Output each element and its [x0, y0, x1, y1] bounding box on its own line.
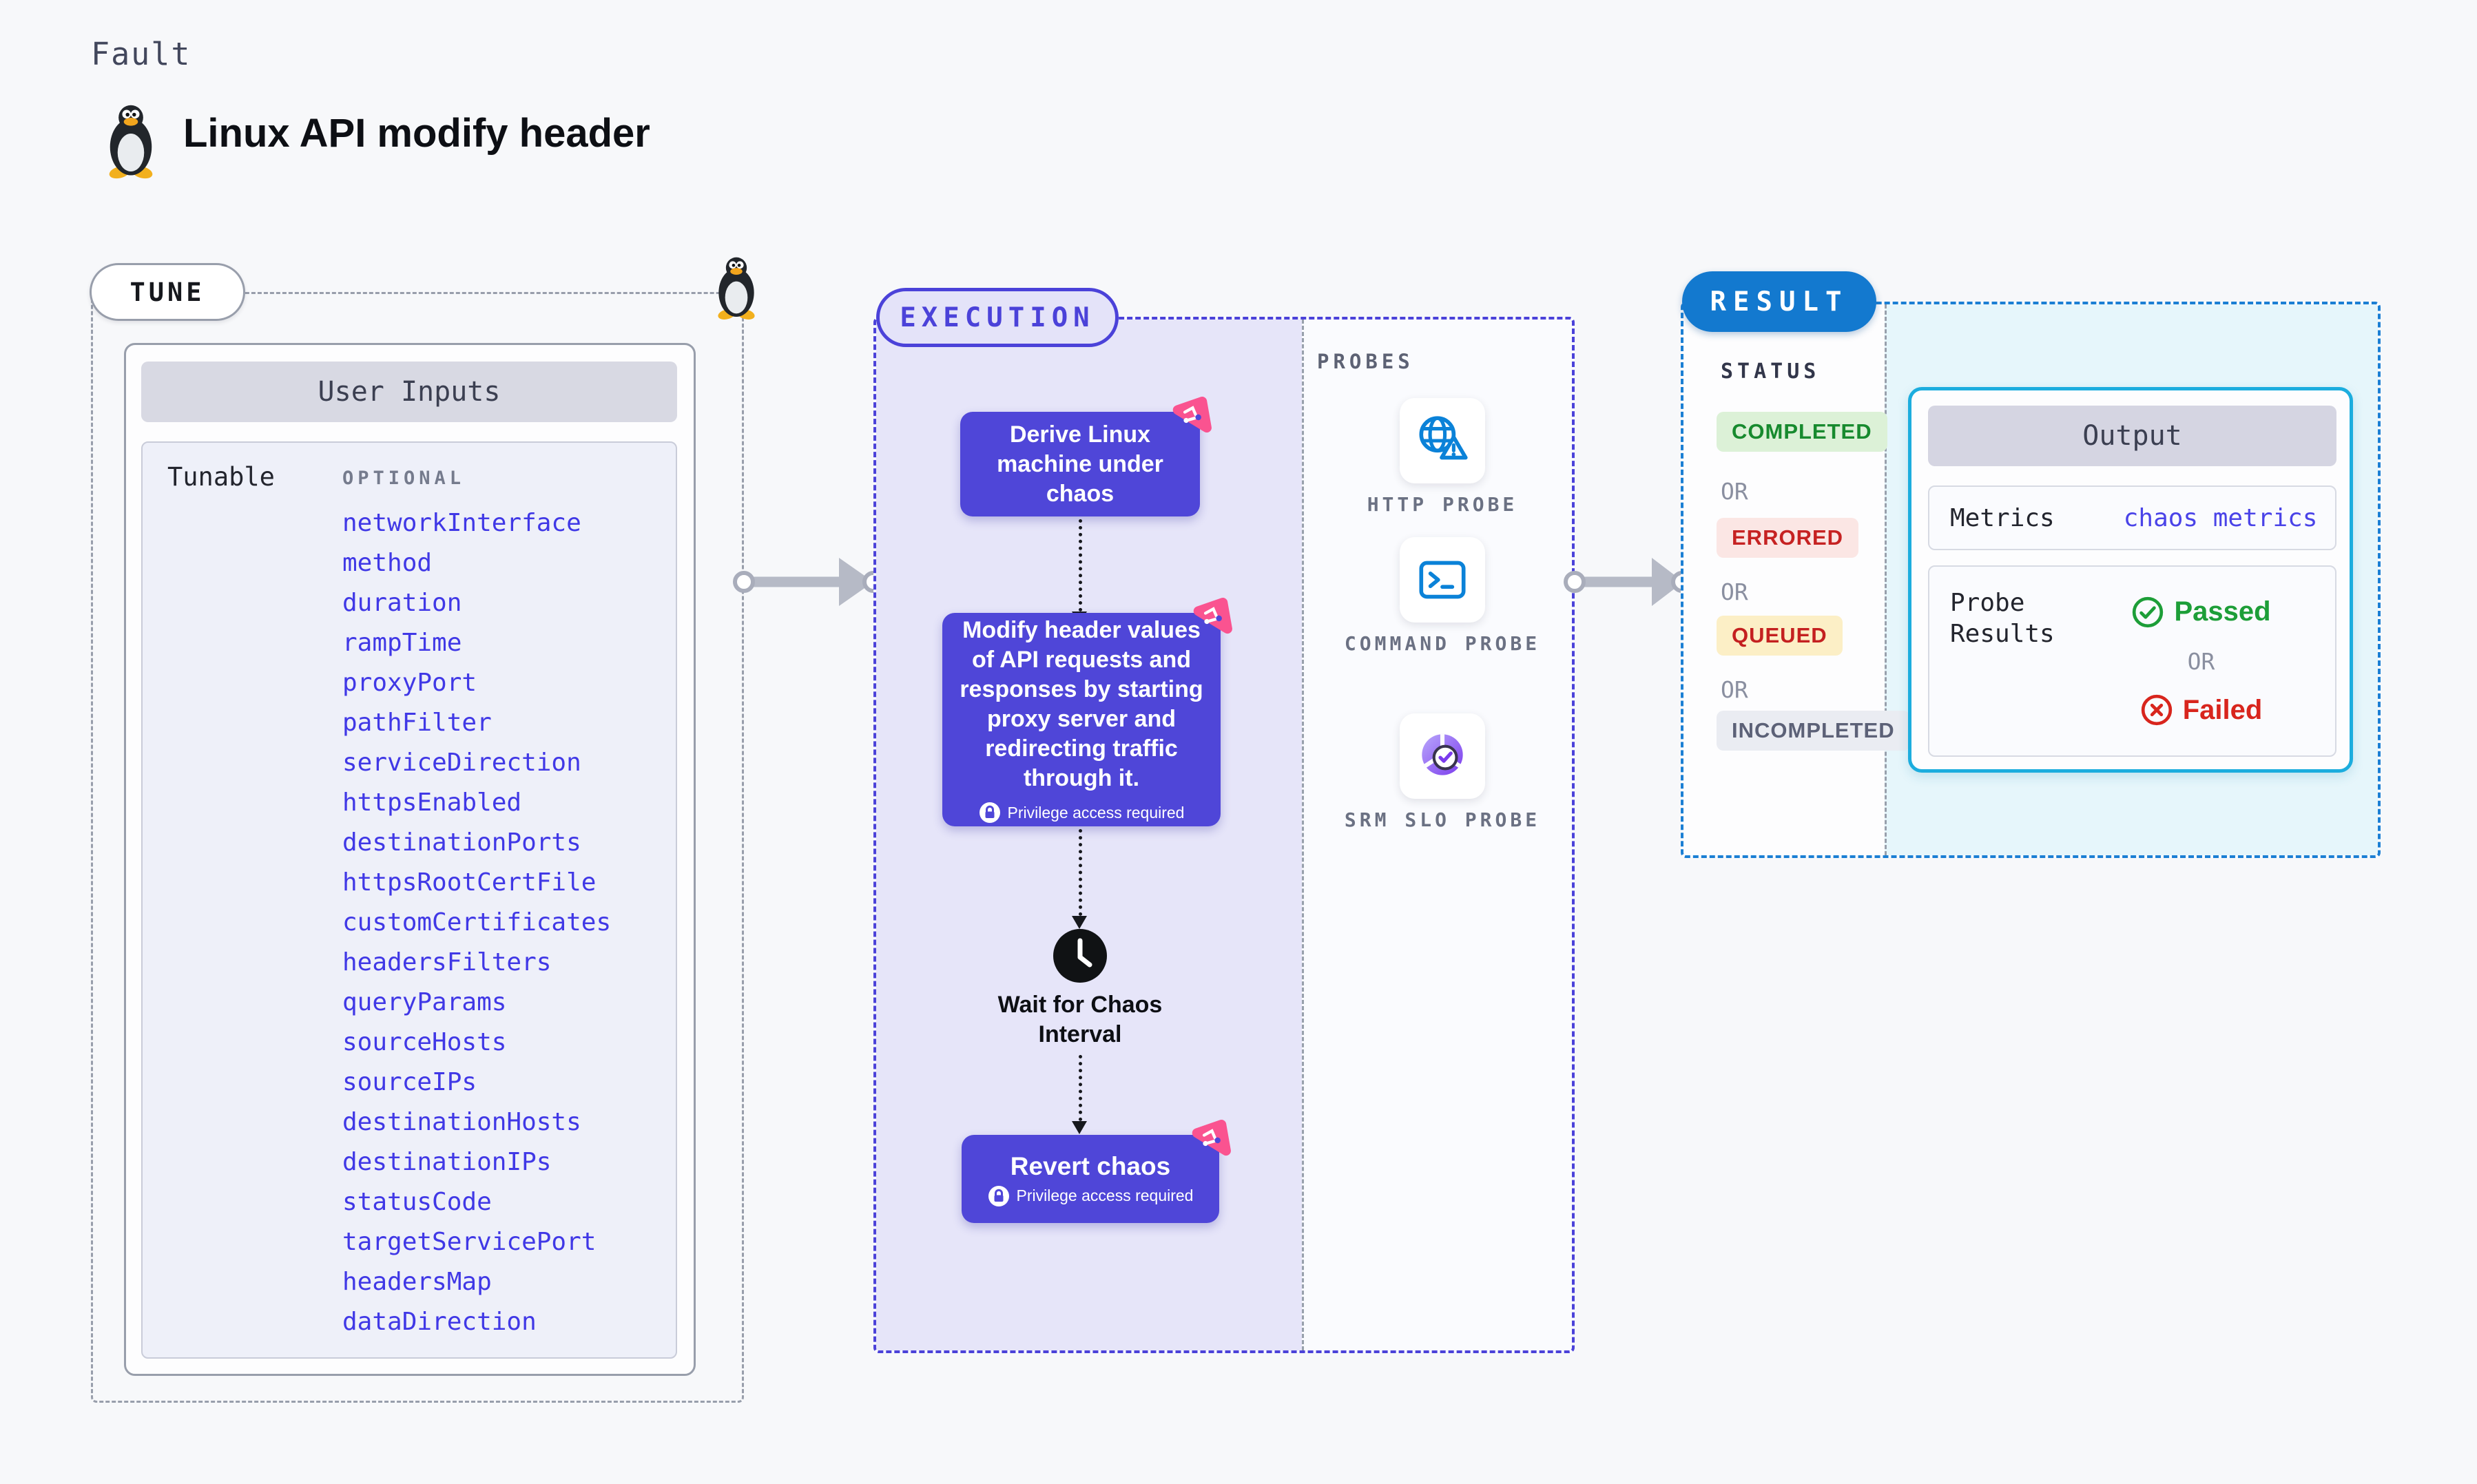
- step-derive-text: Derive Linux machine under chaos: [997, 421, 1163, 507]
- verdict-passed: Passed: [2131, 596, 2271, 629]
- tune-pill: TUNE: [90, 263, 245, 321]
- tunable-param: targetServicePort: [342, 1228, 597, 1256]
- metrics-row: Metrics chaos metrics: [1928, 485, 2336, 550]
- failed-text: Failed: [2182, 694, 2263, 725]
- command-probe-card: [1400, 537, 1485, 623]
- tunable-param: sourceIPs: [342, 1068, 477, 1096]
- result-divider: [1885, 304, 1887, 855]
- tunable-param: customCertificates: [342, 908, 612, 937]
- status-badge-incompleted: INCOMPLETED: [1717, 711, 1910, 751]
- chaos-fault-icon: [1192, 1120, 1231, 1156]
- tunable-param-list: networkInterface method duration rampTim…: [342, 510, 611, 1335]
- http-probe-card: [1400, 398, 1485, 483]
- flow-connector-arrowhead: [1072, 1121, 1087, 1134]
- wait-for-chaos-label: Wait for Chaos Interval: [997, 992, 1163, 1047]
- tune-section-boundary: [91, 292, 744, 1403]
- clock-icon: [1053, 928, 1108, 983]
- passed-check-icon: [2133, 596, 2164, 627]
- step-revert-chaos: Revert chaos Privilege access required: [962, 1120, 1231, 1223]
- srm-slo-probe-icon: [1422, 733, 1463, 775]
- flow-connector: [1079, 1055, 1082, 1121]
- metrics-value: chaos metrics: [2123, 503, 2318, 532]
- tunable-param: statusCode: [342, 1188, 492, 1216]
- srm-slo-probe-card: [1400, 713, 1485, 799]
- srm-slo-probe-label: SRM SLO PROBE: [1344, 808, 1541, 831]
- passed-text: Passed: [2174, 596, 2271, 627]
- tunable-param: pathFilter: [342, 709, 492, 737]
- tunable-param: headersMap: [342, 1268, 492, 1296]
- tunable-param: method: [342, 549, 433, 577]
- or-label: OR: [1721, 676, 1748, 703]
- or-label: OR: [2187, 647, 2215, 675]
- privilege-row: Privilege access required: [979, 802, 1185, 824]
- privilege-text: Privilege access required: [1016, 1187, 1194, 1204]
- step-revert-text: Revert chaos: [1010, 1151, 1171, 1180]
- tunable-param: destinationIPs: [342, 1148, 552, 1176]
- user-inputs-card: User Inputs Tunable OPTIONAL networkInte…: [124, 343, 696, 1376]
- page-title: Linux API modify header: [183, 111, 650, 156]
- tunable-row-label: Tunable: [167, 462, 275, 492]
- tunable-param: dataDirection: [342, 1308, 537, 1336]
- step-modify-text: Modify header values of API requests and…: [960, 617, 1203, 791]
- tunable-param: destinationPorts: [342, 828, 581, 857]
- tunable-param: rampTime: [342, 629, 462, 657]
- command-probe-icon: [1419, 561, 1466, 599]
- tunable-param: httpsEnabled: [342, 788, 522, 817]
- tunable-param: proxyPort: [342, 669, 477, 697]
- probe-results-label: Probe Results: [1950, 589, 2055, 648]
- privilege-row: Privilege access required: [988, 1185, 1194, 1207]
- or-label: OR: [1721, 478, 1748, 505]
- fault-eyebrow: Fault: [91, 36, 191, 72]
- execution-to-result-arrow: [1564, 558, 1693, 606]
- status-badge-completed: COMPLETED: [1717, 412, 1887, 452]
- flow-connector: [1079, 829, 1082, 916]
- chaos-fault-icon: [1193, 598, 1232, 634]
- tunable-param: headersFilters: [342, 948, 552, 976]
- tunables-panel: Tunable OPTIONAL networkInterface method…: [141, 441, 677, 1359]
- verdict-failed: Failed: [2140, 693, 2263, 727]
- tunable-param: serviceDirection: [342, 749, 581, 777]
- or-label: OR: [1721, 578, 1748, 605]
- http-probe-icon: [1419, 416, 1468, 460]
- tune-to-execution-arrow: [733, 558, 884, 606]
- chaos-fault-icon: [1172, 397, 1212, 433]
- flow-connector-arrowhead: [1072, 916, 1087, 929]
- tunable-param: sourceHosts: [342, 1028, 507, 1056]
- privilege-text: Privilege access required: [1007, 803, 1185, 822]
- tux-penguin-icon: [718, 257, 755, 320]
- status-badge-queued: QUEUED: [1717, 616, 1843, 656]
- probes-divider: [1302, 320, 1304, 1350]
- tunable-param: destinationHosts: [342, 1108, 581, 1136]
- user-inputs-header: User Inputs: [141, 362, 677, 422]
- command-probe-label: COMMAND PROBE: [1344, 632, 1541, 655]
- step-modify-header: Modify header values of API requests and…: [942, 598, 1232, 826]
- http-probe-label: HTTP PROBE: [1367, 493, 1518, 516]
- output-header: Output: [1928, 406, 2336, 466]
- tunable-param: httpsRootCertFile: [342, 868, 597, 897]
- execution-pill: EXECUTION: [876, 288, 1119, 347]
- tunable-param: networkInterface: [342, 509, 581, 537]
- tunable-param: duration: [342, 589, 462, 617]
- probe-results-verdicts: Passed OR Failed: [2067, 567, 2335, 755]
- output-card: Output Metrics chaos metrics Probe Resul…: [1908, 387, 2353, 773]
- step-derive-machine: Derive Linux machine under chaos: [960, 397, 1212, 516]
- failed-x-icon: [2141, 695, 2172, 726]
- status-label: STATUS: [1721, 359, 1821, 384]
- status-badge-errored: ERRORED: [1717, 518, 1859, 558]
- tunable-param: queryParams: [342, 988, 507, 1016]
- lock-icon: [988, 1185, 1009, 1206]
- metrics-label: Metrics: [1950, 503, 2055, 532]
- result-pill: RESULT: [1682, 271, 1876, 332]
- probe-results-row: Probe Results Passed OR Faile: [1928, 565, 2336, 757]
- flow-connector: [1079, 519, 1082, 612]
- lock-icon: [979, 802, 1000, 823]
- probes-label: PROBES: [1317, 350, 1414, 373]
- tux-penguin-icon: [109, 105, 153, 179]
- optional-label: OPTIONAL: [342, 468, 466, 489]
